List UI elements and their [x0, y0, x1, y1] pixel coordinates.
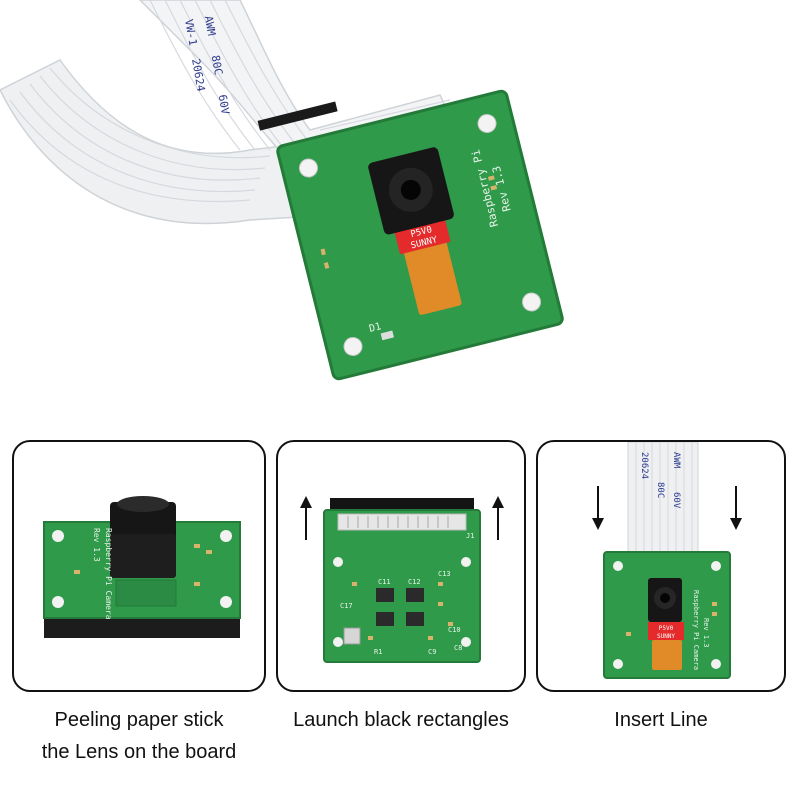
component-label: J1 [466, 532, 474, 540]
cable-print: AWM [202, 15, 218, 37]
step-panel-insert-cable: 20624 80C AWM 60V P5V0 SUNNY [536, 440, 786, 692]
step-panel-peel-paper: Raspberry Pi Camera Rev 1.3 [12, 440, 266, 692]
camera-pcb: P5V0 SUNNY Raspberry Pi Camera Rev 1.3 [603, 551, 731, 679]
component-label: C11 [378, 578, 391, 586]
cable-print: AWM [671, 452, 681, 469]
cable-print: 80C [655, 482, 665, 498]
board-silk-label: Rev 1.3 [702, 618, 710, 648]
hero-camera-module-photo: VW-1 20624 AWM 80C 60V P5V0 SUNNY Raspbe… [0, 0, 564, 381]
board-silk-label: Rev 1.3 [92, 528, 101, 562]
up-arrow-icon [492, 496, 504, 540]
pcb-with-lens: Raspberry Pi Camera Rev 1.3 [43, 496, 241, 638]
down-arrow-icon [592, 486, 604, 530]
component-label: C10 [448, 626, 461, 634]
board-silk-label: Raspberry Pi Camera [104, 528, 113, 620]
component-label: C9 [428, 648, 436, 656]
caption-line: the Lens on the board [41, 741, 237, 763]
cable-print: VW-1 [182, 18, 199, 46]
caption-peel-paper: Peeling paper stick the Lens on the boar… [12, 704, 266, 768]
cable-print: 20624 [639, 452, 649, 479]
step-panel-open-connector: C11 C12 C13 C17 C8 C9 C10 R1 J1 [276, 440, 526, 692]
cable-print: 80C [209, 54, 225, 76]
down-arrow-icon [730, 486, 742, 530]
up-arrow-icon [300, 496, 312, 540]
component-label: C8 [454, 644, 462, 652]
component-label: C12 [408, 578, 421, 586]
caption-line: Insert Line [614, 709, 708, 731]
board-silk-label: Raspberry Pi Camera [692, 590, 700, 670]
ribbon-cable: 20624 80C AWM 60V [627, 442, 699, 555]
caption-line: Peeling paper stick [54, 709, 224, 731]
camera-pcb: P5V0 SUNNY Raspberry Pi Rev 1.3 D1 [257, 89, 564, 381]
cable-print: 60V [216, 94, 232, 116]
pcb-back-side: C11 C12 C13 C17 C8 C9 C10 R1 J1 [323, 498, 481, 663]
connector-latch [330, 498, 474, 510]
sensor-label [394, 218, 451, 255]
component-label: R1 [374, 648, 382, 656]
caption-line: Launch black rectangles [293, 709, 509, 731]
flex-connector [403, 239, 462, 315]
component-label: C17 [340, 602, 353, 610]
cable-print: 20624 [189, 58, 208, 93]
component-label: C13 [438, 570, 451, 578]
caption-open-connector: Launch black rectangles [276, 704, 526, 736]
cable-print: 60V [671, 492, 681, 509]
component-label: D1 [368, 321, 382, 335]
sensor-label-top: P5V0 [659, 625, 674, 632]
caption-insert-line: Insert Line [536, 704, 786, 736]
sensor-label-bottom: SUNNY [657, 633, 675, 640]
